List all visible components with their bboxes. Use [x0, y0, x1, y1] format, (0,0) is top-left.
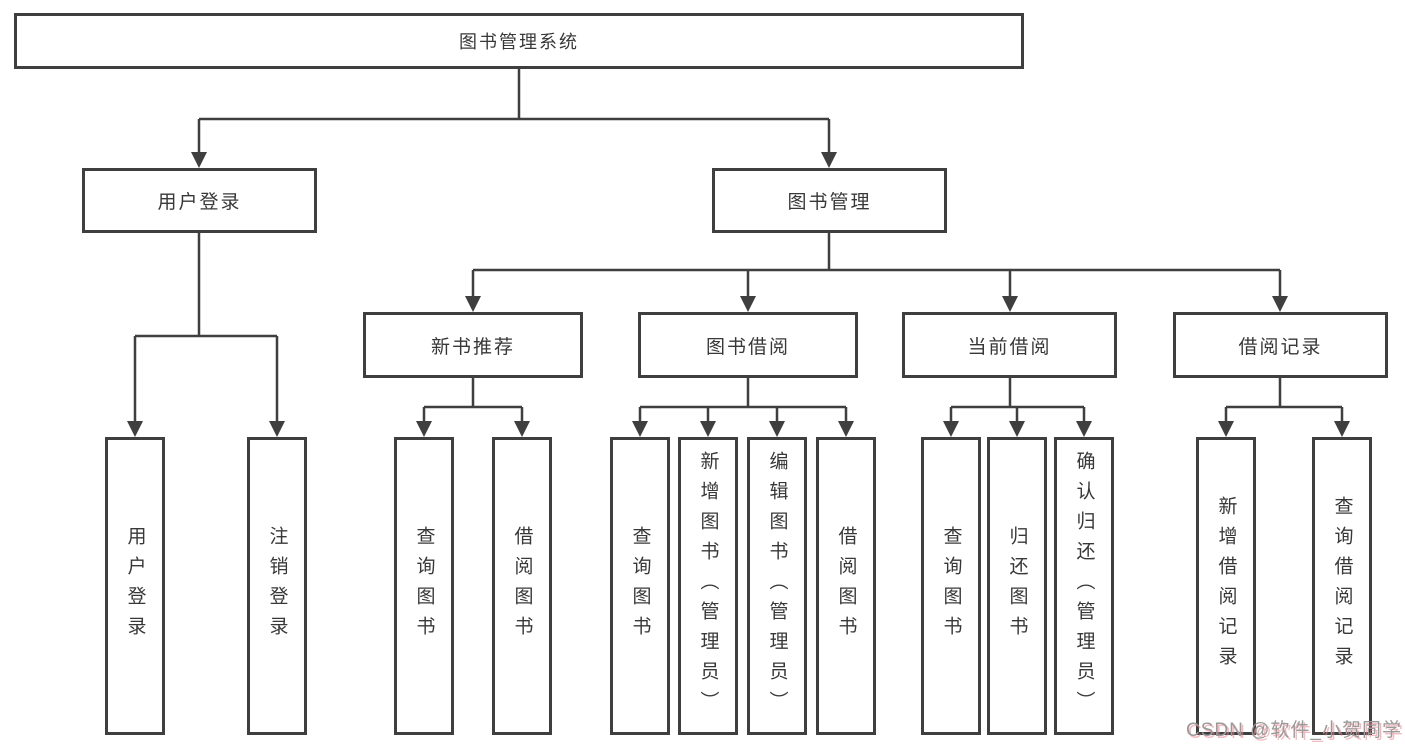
- node-label: 借阅图书: [835, 526, 857, 646]
- node-leaf-logout: 注销登录: [247, 437, 307, 735]
- node-label: 归还图书: [1006, 526, 1028, 646]
- node-user-login: 用户登录: [82, 168, 317, 233]
- node-leaf-user-login: 用户登录: [105, 437, 165, 735]
- node-leaf-borrow-book-recommend: 借阅图书: [492, 437, 552, 735]
- node-label: 用户登录: [124, 526, 146, 646]
- node-label: 查询图书: [940, 526, 962, 646]
- node-leaf-add-book-admin: 新增图书（管理员）: [678, 437, 738, 735]
- node-leaf-borrow-book: 借阅图书: [816, 437, 876, 735]
- node-leaf-query-book-recommend: 查询图书: [394, 437, 454, 735]
- node-label: 新增图书（管理员）: [697, 451, 719, 721]
- node-label: 查询图书: [413, 526, 435, 646]
- node-label: 注销登录: [266, 526, 288, 646]
- node-new-book-recommendation: 新书推荐: [363, 312, 583, 378]
- node-book-management: 图书管理: [712, 168, 947, 233]
- node-label: 编辑图书（管理员）: [766, 451, 788, 721]
- node-label: 确认归还（管理员）: [1073, 451, 1095, 721]
- node-library-management-system: 图书管理系统: [14, 13, 1024, 69]
- node-borrowing-records: 借阅记录: [1173, 312, 1388, 378]
- node-leaf-query-book-borrow: 查询图书: [610, 437, 670, 735]
- node-leaf-edit-book-admin: 编辑图书（管理员）: [747, 437, 807, 735]
- node-leaf-query-book-current: 查询图书: [921, 437, 981, 735]
- tree-edges: [133, 69, 1344, 426]
- csdn-watermark: CSDN @软件_小贺同学: [1186, 720, 1402, 741]
- node-label: 查询借阅记录: [1331, 496, 1353, 676]
- node-leaf-add-borrow-record: 新增借阅记录: [1196, 437, 1256, 735]
- node-leaf-confirm-return-admin: 确认归还（管理员）: [1054, 437, 1114, 735]
- node-label: 查询图书: [629, 526, 651, 646]
- node-label: 借阅图书: [511, 526, 533, 646]
- node-book-borrowing: 图书借阅: [638, 312, 858, 378]
- node-current-borrowing: 当前借阅: [902, 312, 1117, 378]
- node-leaf-return-book: 归还图书: [987, 437, 1047, 735]
- node-leaf-query-borrow-record: 查询借阅记录: [1312, 437, 1372, 735]
- node-label: 新增借阅记录: [1215, 496, 1237, 676]
